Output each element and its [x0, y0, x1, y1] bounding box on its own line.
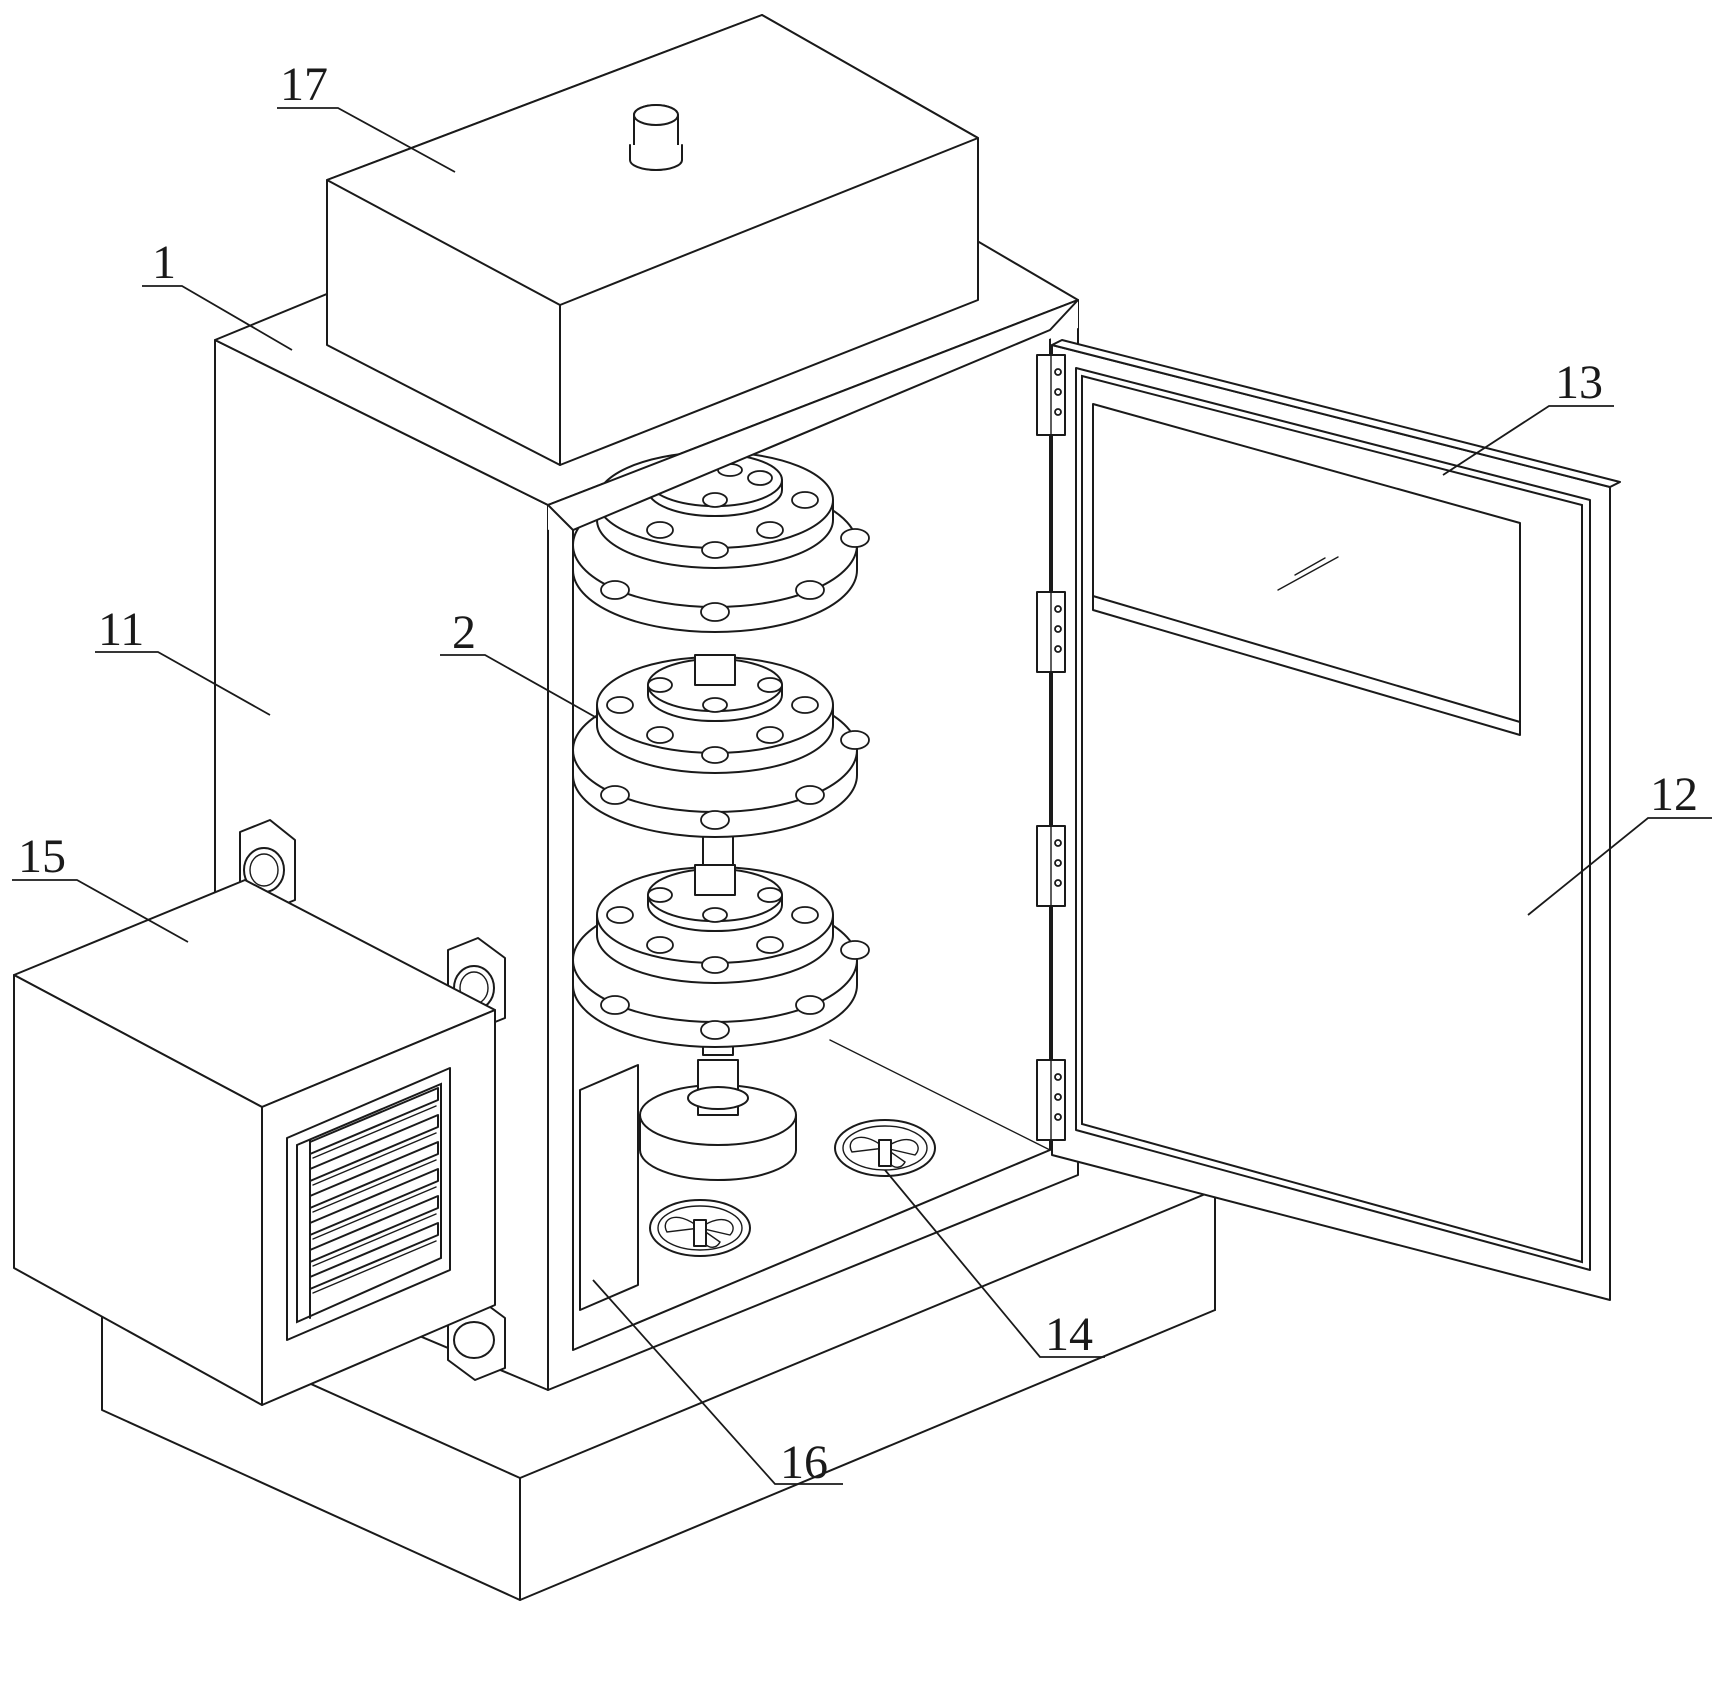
top-tank [326, 14, 979, 466]
fans [649, 1119, 936, 1257]
callout-11: 11 [95, 603, 271, 716]
hinge-1 [1036, 354, 1066, 436]
louvre-slats [309, 1087, 439, 1294]
door [1036, 339, 1621, 1301]
label-13: 13 [1555, 356, 1603, 409]
callout-15: 15 [12, 830, 189, 943]
label-15: 15 [18, 830, 66, 883]
callout-16: 16 [592, 1279, 843, 1489]
bottom-hub [639, 1059, 797, 1181]
hinge-4 [1036, 1059, 1066, 1141]
nozzle [629, 104, 683, 171]
fan-left [649, 1199, 751, 1257]
label-12: 12 [1650, 768, 1698, 821]
label-14: 14 [1045, 1308, 1093, 1361]
disc-tier-1 [572, 451, 870, 633]
callout-1: 1 [142, 236, 293, 351]
disc-3-holes [600, 887, 870, 1040]
label-2: 2 [452, 606, 476, 659]
hinges [1036, 354, 1066, 1141]
louvre-grille [286, 1067, 451, 1341]
callout-13: 13 [1442, 356, 1614, 476]
label-11: 11 [98, 603, 144, 656]
label-1: 1 [152, 236, 176, 289]
side-box [13, 819, 506, 1406]
label-17: 17 [280, 58, 328, 111]
callout-2: 2 [440, 606, 598, 719]
hinge-2 [1036, 591, 1066, 673]
callout-labels: 17 1 11 2 15 13 12 14 [12, 58, 1712, 1489]
callout-14: 14 [884, 1169, 1105, 1361]
callout-12: 12 [1527, 768, 1712, 916]
disc-tier-3 [572, 864, 870, 1056]
inner-column [579, 1064, 639, 1311]
disc-2-holes [600, 677, 870, 830]
hinge-3 [1036, 825, 1066, 907]
base-plinth [101, 1189, 1216, 1601]
fan-right [834, 1119, 936, 1177]
callout-17: 17 [277, 58, 456, 173]
disc-tier-2 [572, 654, 870, 866]
rack-assembly [547, 299, 1079, 1181]
door-window [1092, 403, 1521, 736]
label-16: 16 [780, 1436, 828, 1489]
